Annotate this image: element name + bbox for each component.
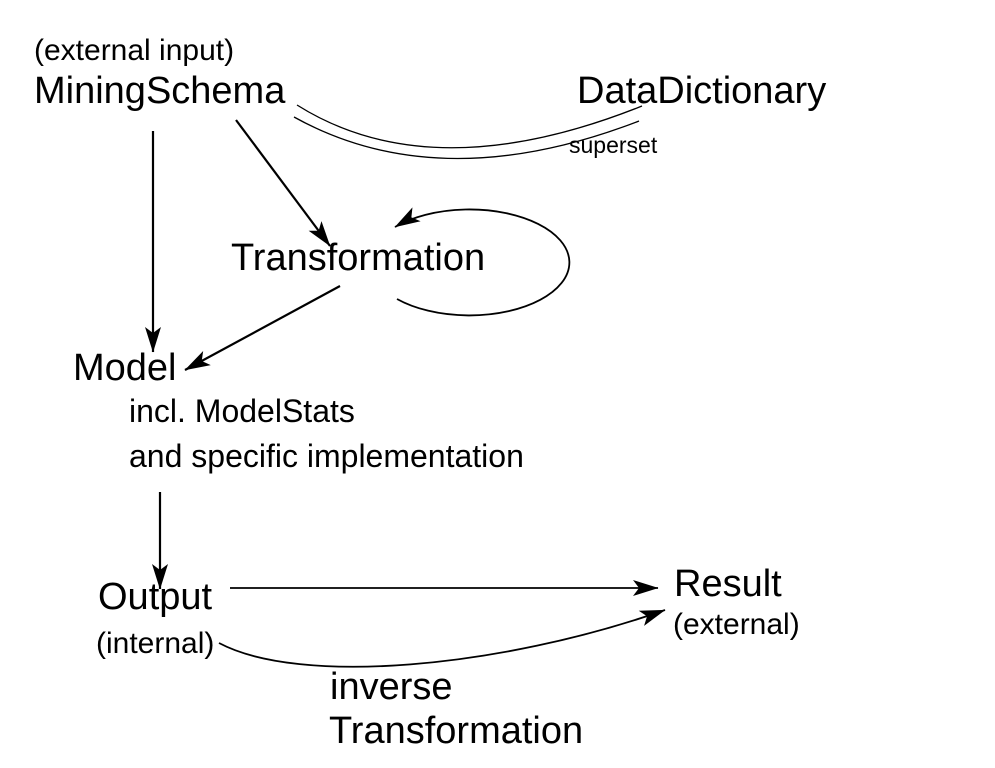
label-inverse-line-2: Transformation xyxy=(329,710,584,752)
label-model-note-1: incl. ModelStats xyxy=(129,393,355,429)
label-result-external: (external) xyxy=(673,608,800,641)
edge-transformation-self-loop-arrow xyxy=(394,207,571,317)
node-data-dictionary: DataDictionary xyxy=(577,70,827,112)
label-superset: superset xyxy=(569,132,658,158)
edge-superset-double-curve-lower xyxy=(293,116,640,160)
edge-superset-double-curve-upper xyxy=(296,104,643,149)
label-model-note-2: and specific implementation xyxy=(129,438,524,474)
node-output: Output xyxy=(98,576,213,618)
node-model: Model xyxy=(73,347,177,389)
node-result: Result xyxy=(674,563,782,605)
node-mining-schema: MiningSchema xyxy=(34,70,286,112)
label-external-input: (external input) xyxy=(34,34,235,67)
node-transformation: Transformation xyxy=(231,237,486,279)
label-inverse-line-1: inverse xyxy=(330,666,453,708)
edge-inverse-transformation-curved-arrow xyxy=(218,609,666,668)
label-output-internal: (internal) xyxy=(96,627,215,660)
edge-miningschema-to-transformation-arrow xyxy=(235,119,331,247)
edge-transformation-to-model-arrow xyxy=(184,285,341,371)
